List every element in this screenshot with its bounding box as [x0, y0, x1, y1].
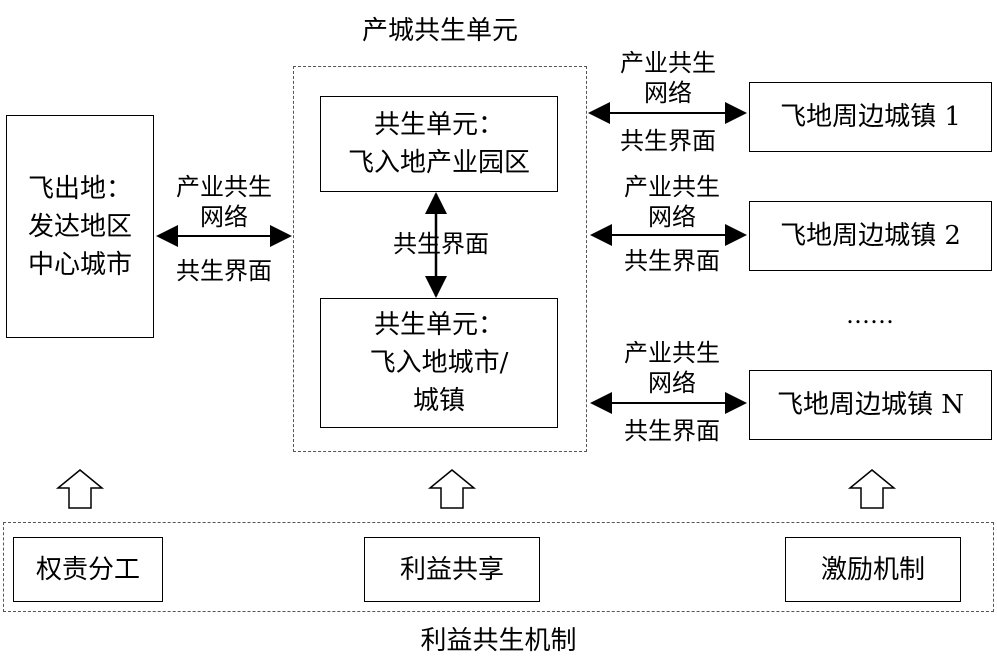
park-unit-line-1: 共生单元： — [373, 110, 504, 140]
towns-ellipsis: …… — [846, 301, 894, 329]
mechanism-label-incentive: 激励机制 — [820, 554, 925, 585]
mechanism-box-incentive: 激励机制 — [785, 537, 961, 602]
town-box-n: 飞地周边城镇 N — [749, 370, 992, 440]
city-unit-line-3: 城镇 — [412, 386, 465, 416]
benefit-mechanism-border — [3, 522, 994, 612]
fly-out-region-box: 飞出地： 发达地区 中心城市 — [6, 115, 154, 338]
fly-out-line-2: 发达地区 — [27, 211, 132, 242]
town-label-n: 飞地周边城镇 N — [776, 390, 964, 420]
city-unit-line-2: 飞入地城市/ — [369, 348, 509, 378]
mechanism-box-responsibility: 权责分工 — [13, 537, 163, 602]
industry-city-cluster-border — [293, 66, 587, 452]
cluster-title: 产城共生单元 — [361, 16, 518, 46]
left-link-network-line-1: 产业共生 — [176, 173, 272, 201]
right-link-3-network-line-1: 产业共生 — [624, 339, 720, 367]
right-link-1-network-line-1: 产业共生 — [620, 49, 716, 77]
hollow-up-arrow-right — [847, 469, 897, 509]
mechanism-label-responsibility: 权责分工 — [35, 554, 140, 585]
right-link-2-interface-label: 共生界面 — [624, 247, 720, 275]
fly-out-line-1: 飞出地： — [27, 173, 132, 204]
fly-out-line-3: 中心城市 — [27, 249, 132, 280]
mechanism-box-benefit-sharing: 利益共享 — [364, 537, 540, 602]
city-unit-box: 共生单元： 飞入地城市/ 城镇 — [320, 298, 558, 428]
right-link-3-interface-label: 共生界面 — [624, 417, 720, 445]
right-link-2-network-line-1: 产业共生 — [624, 173, 720, 201]
hollow-up-arrow-center — [427, 469, 477, 509]
town-label-1: 飞地周边城镇 1 — [780, 102, 961, 132]
town-box-2: 飞地周边城镇 2 — [749, 201, 992, 271]
park-unit-line-2: 飞入地产业园区 — [347, 148, 530, 178]
right-link-1-interface-label: 共生界面 — [620, 127, 716, 155]
mechanism-label-benefit-sharing: 利益共享 — [399, 554, 504, 585]
left-link-interface-label: 共生界面 — [176, 257, 272, 285]
town-label-2: 飞地周边城镇 2 — [780, 221, 961, 251]
town-box-1: 飞地周边城镇 1 — [749, 82, 992, 152]
city-unit-line-1: 共生单元： — [373, 310, 504, 340]
industrial-park-unit-box: 共生单元： 飞入地产业园区 — [320, 96, 558, 192]
bottom-title: 利益共生机制 — [420, 626, 577, 656]
hollow-up-arrow-left — [55, 469, 105, 509]
